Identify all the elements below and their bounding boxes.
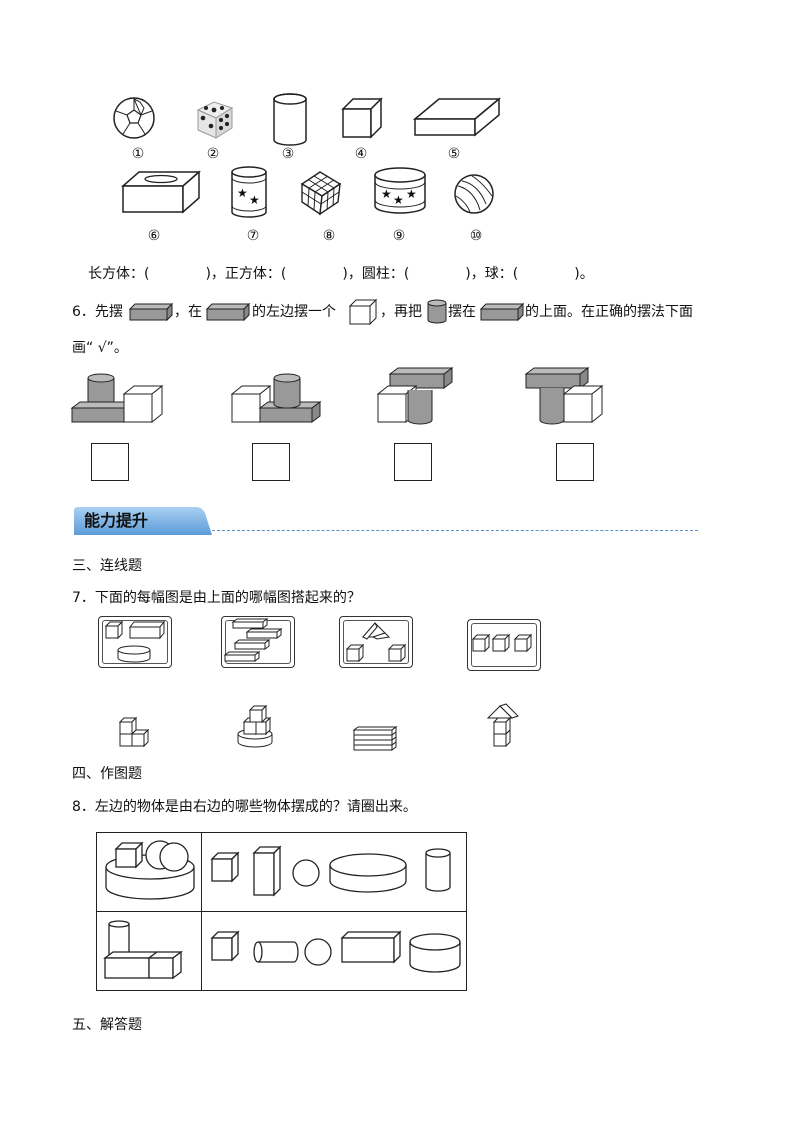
- label-10: ⑩: [469, 228, 483, 244]
- svg-text:★: ★: [237, 186, 248, 200]
- inline-flat-box-icon: [128, 302, 174, 322]
- q6-part4: ，再把: [380, 304, 422, 320]
- svg-text:★: ★: [249, 193, 260, 207]
- q7-question: 7．下面的每幅图是由上面的哪幅图搭起来的？: [72, 590, 361, 606]
- q8-table: [96, 832, 467, 991]
- arrangement-b: [230, 373, 322, 424]
- q7-top-frame-1: [98, 616, 172, 668]
- label-5: ⑤: [447, 146, 461, 162]
- label-8: ⑧: [322, 228, 336, 244]
- q8-options-1: [210, 845, 451, 897]
- answer-box-b[interactable]: [252, 443, 290, 481]
- dice-icon: [196, 101, 234, 139]
- label-3: ③: [281, 146, 295, 162]
- inline-flat-box-icon-3: [479, 302, 525, 322]
- q7-bottom-figure-2: [237, 704, 273, 748]
- label-2: ②: [206, 146, 220, 162]
- arrangement-a: [70, 373, 164, 424]
- cube-icon: [341, 97, 383, 139]
- arrangement-c: [376, 367, 454, 425]
- inline-cylinder-icon: [427, 299, 447, 324]
- q5-fill-line: 长方体：( )，正方体：( )，圆柱：( )，球：( )。: [88, 266, 594, 282]
- answer-box-c[interactable]: [394, 443, 432, 481]
- flat-box-icon: [412, 97, 502, 137]
- section-divider: [212, 530, 698, 531]
- tissue-box-icon: [121, 170, 201, 214]
- svg-text:★: ★: [381, 187, 392, 201]
- label-7: ⑦: [246, 228, 260, 244]
- q8-heading: 四、作图题: [72, 766, 142, 782]
- q7-top-parts-2: [223, 618, 283, 662]
- answer-box-d[interactable]: [556, 443, 594, 481]
- q8-row1-left: [96, 832, 202, 912]
- q8-row-2: [96, 911, 467, 991]
- q8-row1-right: [201, 832, 467, 912]
- label-9: ⑨: [392, 228, 406, 244]
- q8-target-2: [103, 920, 183, 980]
- q8-row2-left: [96, 911, 202, 991]
- q8-row-1: [96, 832, 467, 912]
- q7-bottom-figure-4: [486, 703, 519, 748]
- svg-text:★: ★: [393, 193, 404, 207]
- q8-target-1: [105, 840, 195, 900]
- inline-flat-box-icon-2: [205, 302, 251, 322]
- rubik-cube-icon: [300, 171, 342, 216]
- q7-top-parts-4: [471, 633, 533, 653]
- star-can-icon: ★★: [231, 166, 267, 218]
- label-1: ①: [131, 146, 145, 162]
- cylinder-icon: [273, 93, 307, 146]
- q8-question: 8．左边的物体是由右边的哪些物体摆成的？请圈出来。: [72, 799, 417, 815]
- q8-row2-right: [201, 911, 467, 991]
- volleyball-icon: [454, 174, 494, 214]
- q7-top-parts-3: [345, 622, 407, 663]
- q6-part5: 摆在: [448, 304, 476, 320]
- section-title: 能力提升: [84, 511, 149, 530]
- inline-cube-icon: [348, 298, 378, 326]
- q6-part2: ，在: [174, 304, 202, 320]
- q6-part1: 6．先摆: [72, 304, 123, 320]
- q7-bottom-figure-3: [352, 726, 398, 751]
- section-banner-shape: [74, 507, 212, 535]
- q6-part3: 的左边摆一个: [252, 304, 336, 320]
- answer-box-a[interactable]: [91, 443, 129, 481]
- q6-part6: 的上面。在正确的摆法下面: [525, 304, 693, 320]
- q7-top-frame-3: [339, 616, 413, 668]
- q7-heading: 三、连线题: [72, 558, 142, 574]
- arrangement-d: [524, 367, 604, 425]
- q7-bottom-figure-1: [118, 716, 150, 748]
- soccer-ball-icon: [113, 97, 155, 139]
- q7-top-frame-4: [467, 619, 541, 671]
- q9-heading: 五、解答题: [72, 1017, 142, 1033]
- q7-top-parts-1: [104, 620, 166, 663]
- q6-line2: 画“ √”。: [72, 340, 128, 356]
- q8-options-2: [210, 930, 461, 973]
- label-4: ④: [354, 146, 368, 162]
- label-6: ⑥: [147, 228, 161, 244]
- svg-text:★: ★: [406, 187, 417, 201]
- star-drum-icon: ★★ ★: [374, 167, 426, 214]
